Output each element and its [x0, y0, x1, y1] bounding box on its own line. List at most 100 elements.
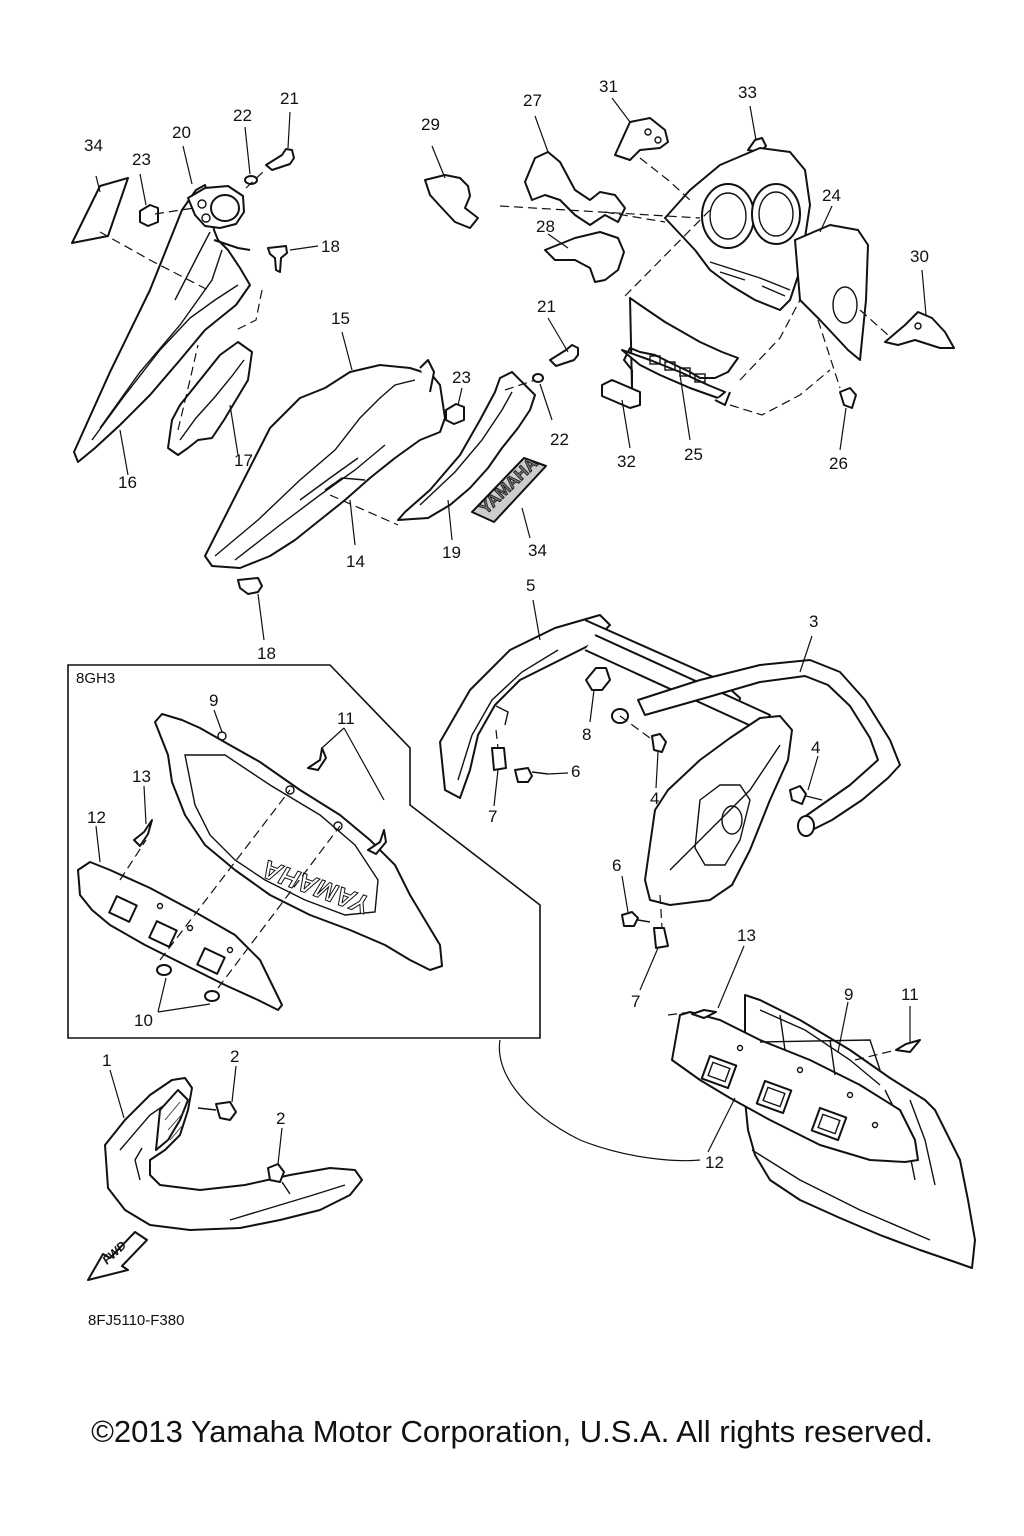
- bottom-left-leaders: [109, 1065, 283, 1165]
- part-7b-clip: [653, 927, 669, 949]
- callout-34: 34: [528, 541, 547, 560]
- callout-20: 20: [172, 123, 191, 142]
- bottom-right-leaders: [498, 945, 911, 1162]
- part-2a-bolt: [197, 1101, 237, 1121]
- part-19-lower-cowl: [397, 371, 536, 521]
- callout-25: 25: [684, 445, 703, 464]
- callout-26: 26: [829, 454, 848, 473]
- part-26-screw: [839, 387, 857, 409]
- part-5-bumper-frame: [439, 614, 793, 906]
- part-18b-bolt: [237, 577, 263, 595]
- callout-31: 31: [599, 77, 618, 96]
- fwd-arrow-icon: FWD: [87, 1231, 148, 1281]
- part-3-bumper-bar: [611, 659, 901, 837]
- callout-13: 13: [132, 767, 151, 786]
- callout-11: 11: [337, 709, 355, 728]
- copyright-notice: ©2013 Yamaha Motor Corporation, U.S.A. A…: [91, 1414, 933, 1449]
- callout-23: 23: [132, 150, 151, 169]
- callout-13: 13: [737, 926, 756, 945]
- callout-5: 5: [526, 576, 535, 595]
- part-4b-bolt: [789, 785, 823, 805]
- callout-21: 21: [537, 297, 556, 316]
- callout-2: 2: [230, 1047, 239, 1066]
- callout-34: 34: [84, 136, 103, 155]
- part-31-bracket: [614, 117, 669, 161]
- callout-21: 21: [280, 89, 299, 108]
- inset-8gh3: 8GH3 YAMAHA: [67, 664, 541, 1039]
- callout-14: 14: [346, 552, 365, 571]
- inset-part-11-rivets: [307, 747, 387, 855]
- part-1-front-bumper: [104, 1077, 363, 1231]
- callout-9: 9: [844, 985, 853, 1004]
- middle-right-leaders: [493, 599, 819, 991]
- drawing-code: 8FJ5110-F380: [88, 1312, 184, 1329]
- part-32-pad: [601, 379, 641, 409]
- callout-labels: 34 23 20 22 21 18 16 17 29 27 31 33 24 2…: [84, 77, 929, 1172]
- part-30-bracket: [884, 311, 955, 349]
- part-21b-bolt: [549, 344, 579, 367]
- callout-7: 7: [488, 807, 497, 826]
- part-15-upper-cowl: [204, 359, 446, 569]
- inset-part-13-rivet: [133, 819, 153, 847]
- part-29-cover: [424, 174, 479, 229]
- callout-17: 17: [234, 451, 253, 470]
- part-17-duct: [167, 341, 253, 456]
- part-23b-nut: [445, 403, 465, 425]
- callout-27: 27: [523, 91, 542, 110]
- callout-23: 23: [452, 368, 471, 387]
- part-13b-rivet: [691, 1009, 717, 1019]
- part-25-bracket: [621, 297, 739, 406]
- part-6a-bolt: [514, 767, 549, 783]
- part-2b-bolt: [267, 1163, 291, 1195]
- part-20-bracket: [187, 185, 251, 251]
- callout-15: 15: [331, 309, 350, 328]
- part-27-panel: [524, 151, 626, 226]
- callout-22: 22: [233, 106, 252, 125]
- callout-8: 8: [582, 725, 591, 744]
- callout-16: 16: [118, 473, 137, 492]
- callout-22: 22: [550, 430, 569, 449]
- callout-29: 29: [421, 115, 440, 134]
- callout-10: 10: [134, 1011, 153, 1030]
- callout-6: 6: [571, 762, 580, 781]
- callout-32: 32: [617, 452, 636, 471]
- callout-1: 1: [102, 1051, 111, 1070]
- part-23-nut: [139, 204, 159, 227]
- callout-9: 9: [209, 691, 218, 710]
- callout-12: 12: [87, 808, 106, 827]
- top-right-leaders: [499, 97, 927, 451]
- part-16-side-panel: [73, 184, 251, 463]
- part-12-skid-frame: [671, 1011, 919, 1163]
- callout-19: 19: [442, 543, 461, 562]
- part-6b-bolt: [621, 911, 651, 927]
- part-7a-clip: [491, 747, 507, 771]
- part-28-cover: [544, 231, 625, 283]
- callout-6: 6: [612, 856, 621, 875]
- callout-4: 4: [811, 738, 820, 757]
- callout-28: 28: [536, 217, 555, 236]
- callout-11: 11: [901, 985, 919, 1004]
- callout-4: 4: [650, 789, 659, 808]
- part-24-meter-housing: [664, 147, 869, 361]
- part-8-clip: [585, 667, 611, 691]
- callout-33: 33: [738, 83, 757, 102]
- callout-30: 30: [910, 247, 929, 266]
- callout-18: 18: [257, 644, 276, 663]
- callout-3: 3: [809, 612, 818, 631]
- part-21-bolt: [265, 148, 295, 171]
- inset-label: 8GH3: [76, 670, 115, 687]
- part-22b-washer: [532, 373, 544, 383]
- part-34-decal-strip: [71, 177, 129, 244]
- inset-part-10-washers: [156, 964, 220, 1002]
- callout-12: 12: [705, 1153, 724, 1172]
- callout-18: 18: [321, 237, 340, 256]
- callout-24: 24: [822, 186, 841, 205]
- inset-part-12-plate: [77, 861, 283, 1011]
- top-left-leaders: [95, 111, 319, 476]
- callout-7: 7: [631, 992, 640, 1011]
- part-11b-rivet: [895, 1039, 921, 1053]
- part-4a-bolt: [651, 733, 667, 753]
- callout-2: 2: [276, 1109, 285, 1128]
- top-middle-leaders: [257, 145, 569, 641]
